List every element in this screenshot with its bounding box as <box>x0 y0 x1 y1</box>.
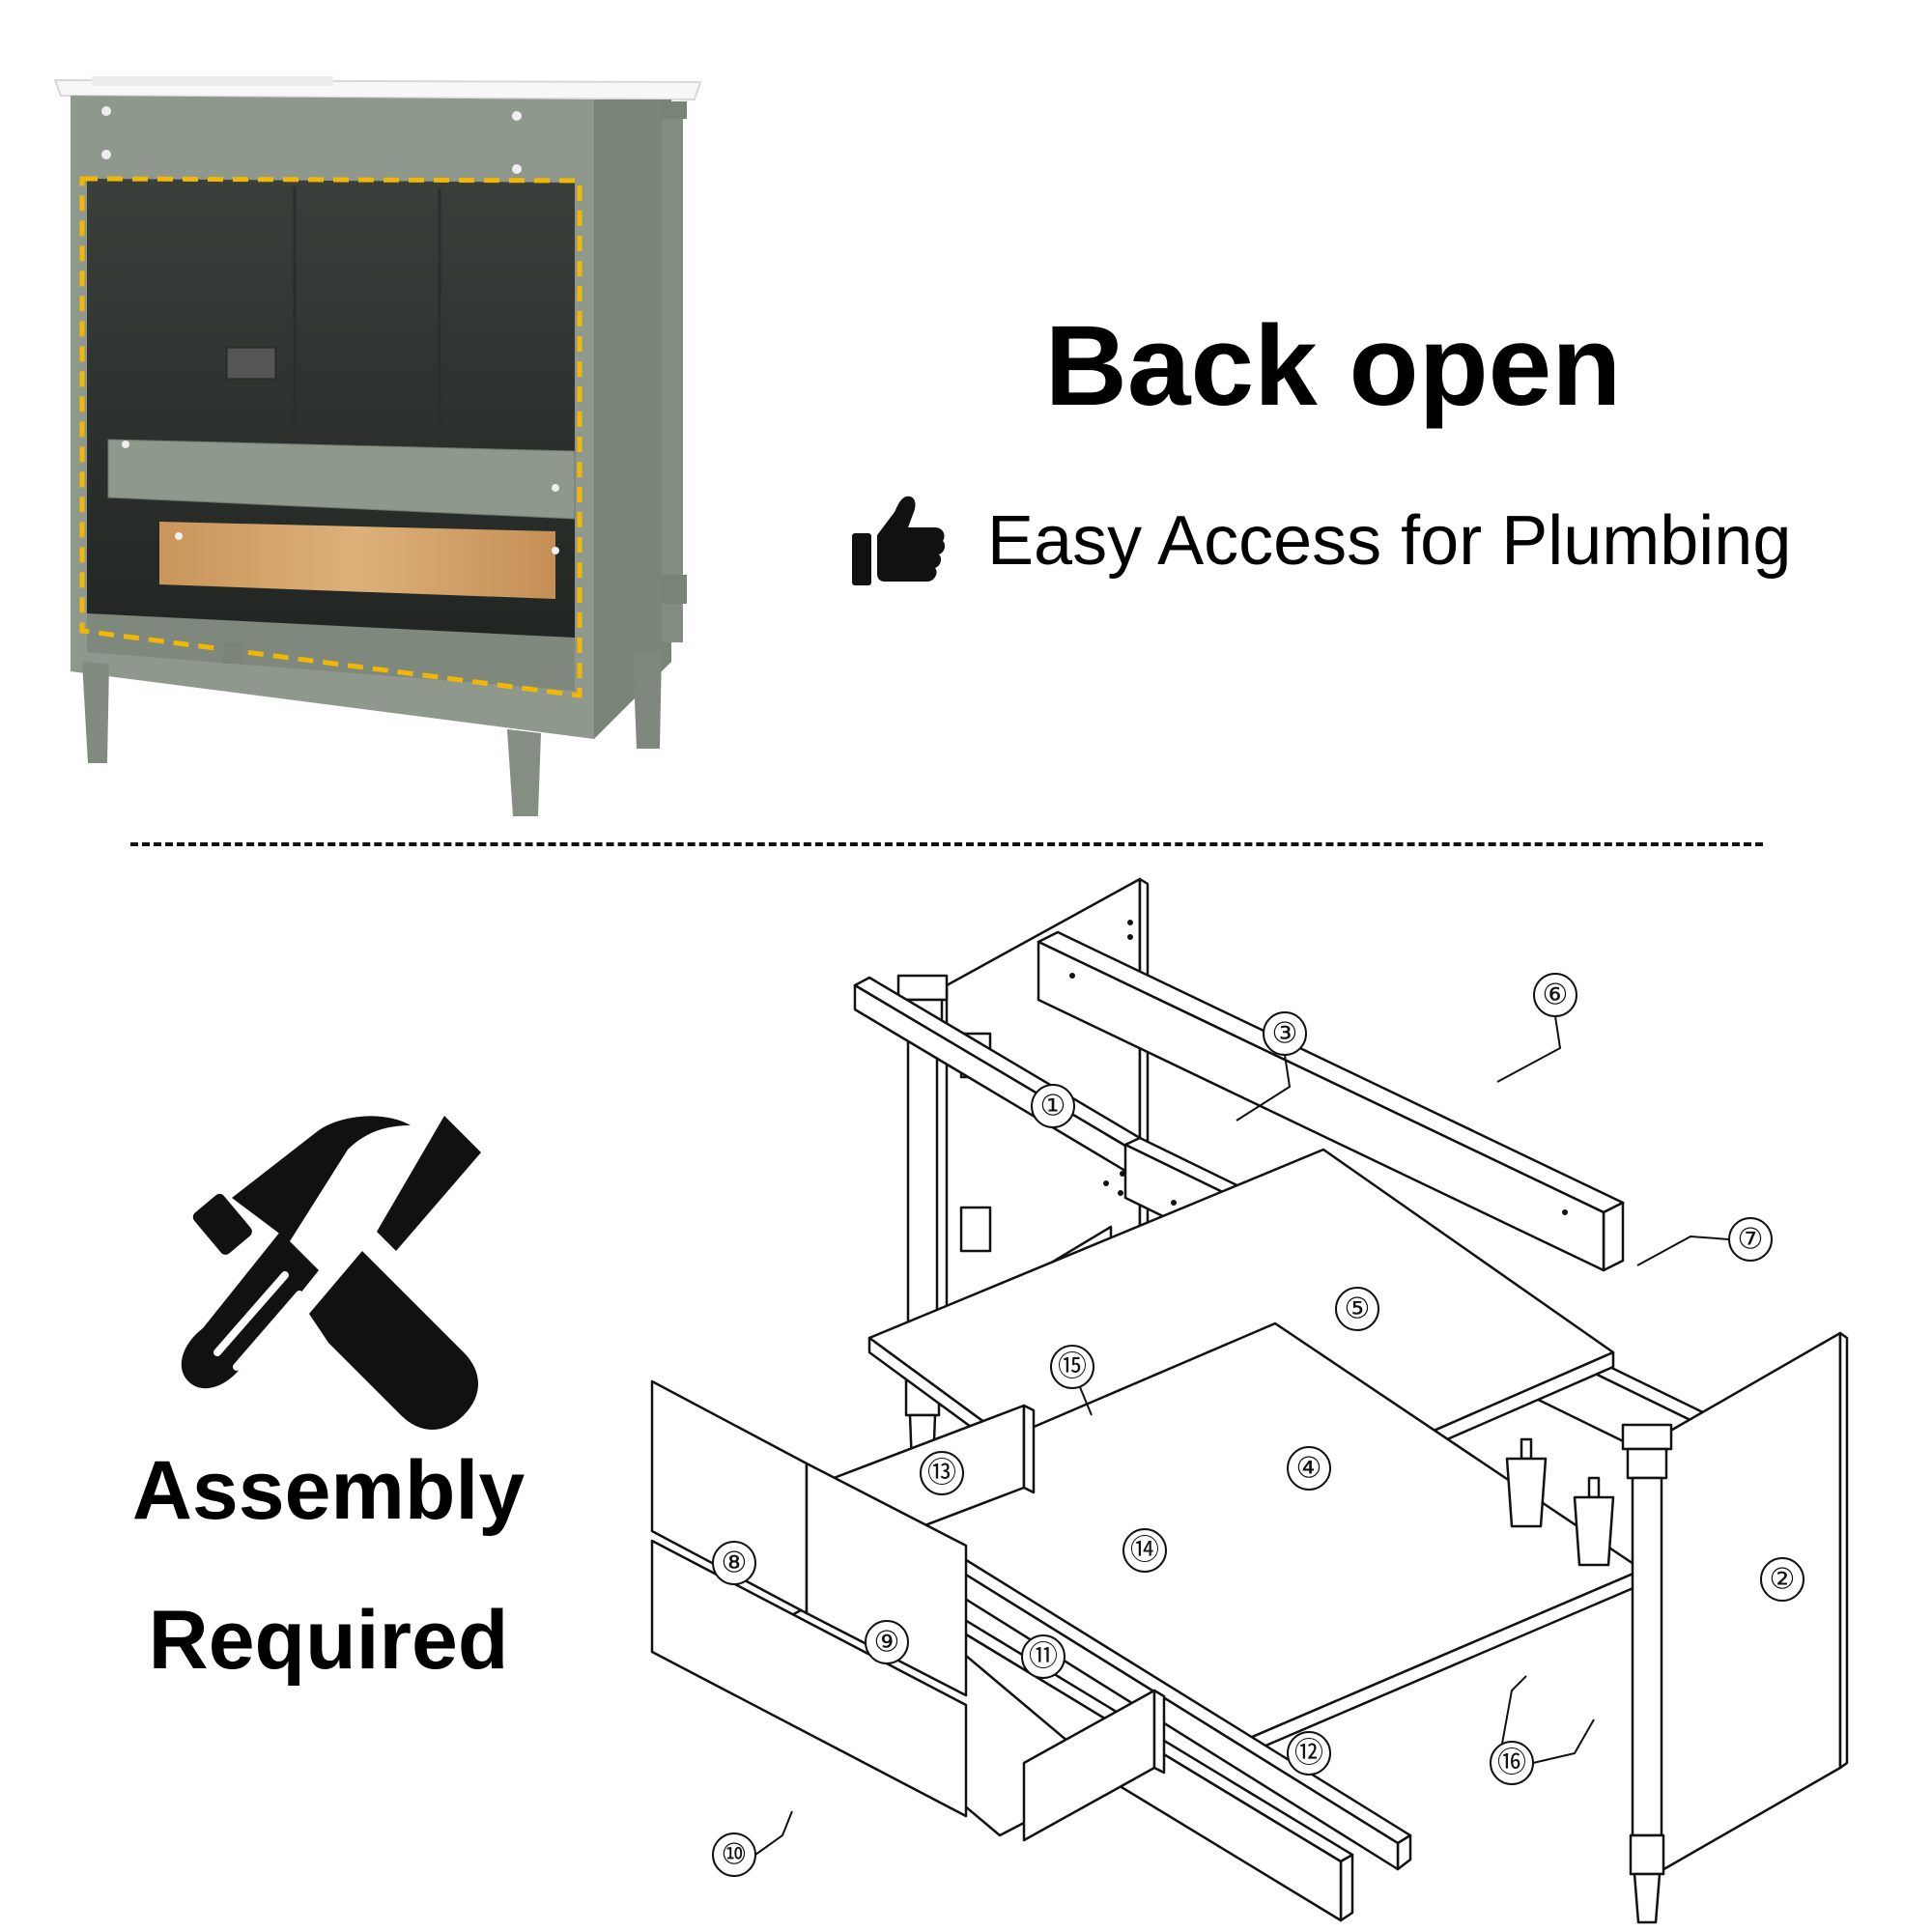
open-back-highlight <box>79 176 582 698</box>
section-divider <box>130 842 1763 846</box>
part-2-right-side-panel <box>1645 1331 1849 1881</box>
svg-text:⑥: ⑥ <box>1543 980 1569 1011</box>
svg-text:⑮: ⑮ <box>1058 1351 1087 1383</box>
svg-text:③: ③ <box>1272 1018 1298 1050</box>
callout-6: ⑥ <box>1533 973 1577 1017</box>
callout-13: ⑬ <box>920 1451 964 1495</box>
countertop <box>53 76 702 101</box>
callout-5: ⑤ <box>1335 1287 1379 1331</box>
callout-9: ⑨ <box>865 1620 909 1664</box>
svg-text:⑩: ⑩ <box>722 1839 748 1871</box>
callout-2: ② <box>1760 1557 1804 1602</box>
callout-16: ⑯ <box>1490 1741 1534 1785</box>
callout-14: ⑭ <box>1122 1528 1167 1573</box>
hammer-screwdriver-icon <box>181 1116 481 1430</box>
callout-8: ⑧ <box>712 1541 756 1585</box>
svg-text:⑨: ⑨ <box>874 1627 900 1659</box>
assembly-text-line2: Required <box>148 1594 509 1687</box>
svg-text:⑪: ⑪ <box>1029 1641 1058 1673</box>
part-6-back-top-panel <box>1037 930 1625 1272</box>
svg-text:⑤: ⑤ <box>1345 1293 1371 1325</box>
svg-text:⑭: ⑭ <box>1130 1535 1159 1567</box>
svg-text:⑫: ⑫ <box>1294 1738 1323 1770</box>
cabinet-back-photo <box>53 76 702 816</box>
part-2-front-post <box>1621 1423 1673 1924</box>
assembly-text-line1: Assembly <box>131 1444 526 1537</box>
feature-text: Easy Access for Plumbing <box>987 502 1792 580</box>
svg-text:⑬: ⑬ <box>927 1458 956 1490</box>
feature-row: Easy Access for Plumbing <box>850 483 1913 599</box>
callout-7: ⑦ <box>1728 1217 1773 1262</box>
callout-12: ⑫ <box>1287 1731 1331 1776</box>
exploded-assembly-diagram: ① ② ③ ④ ⑤ ⑥ ⑦ ⑧ ⑨ ⑩ ⑪ ⑫ ⑬ ⑭ ⑮ ⑯ <box>650 877 1849 1924</box>
callout-11: ⑪ <box>1021 1634 1065 1679</box>
svg-text:⑯: ⑯ <box>1497 1747 1526 1779</box>
callout-15: ⑮ <box>1050 1345 1094 1389</box>
callout-4: ④ <box>1287 1446 1331 1491</box>
callout-3: ③ <box>1263 1011 1307 1056</box>
headline: Back open <box>1044 302 1622 430</box>
part-16-legs <box>1505 1437 1615 1567</box>
callout-10: ⑩ <box>712 1833 756 1877</box>
svg-text:⑧: ⑧ <box>722 1548 748 1579</box>
callout-1: ① <box>1031 1084 1075 1128</box>
svg-text:④: ④ <box>1296 1453 1322 1485</box>
svg-text:①: ① <box>1040 1091 1066 1122</box>
cabinet-body <box>71 96 687 739</box>
svg-text:⑦: ⑦ <box>1738 1224 1764 1256</box>
thumbs-up-icon <box>852 496 946 585</box>
cabinet-legs <box>82 642 662 816</box>
part-10-drawer-front <box>650 1539 968 1818</box>
svg-text:②: ② <box>1770 1564 1796 1596</box>
part-12-drawer-side <box>1022 1689 1166 1842</box>
part-9-right-door <box>805 1462 968 1697</box>
